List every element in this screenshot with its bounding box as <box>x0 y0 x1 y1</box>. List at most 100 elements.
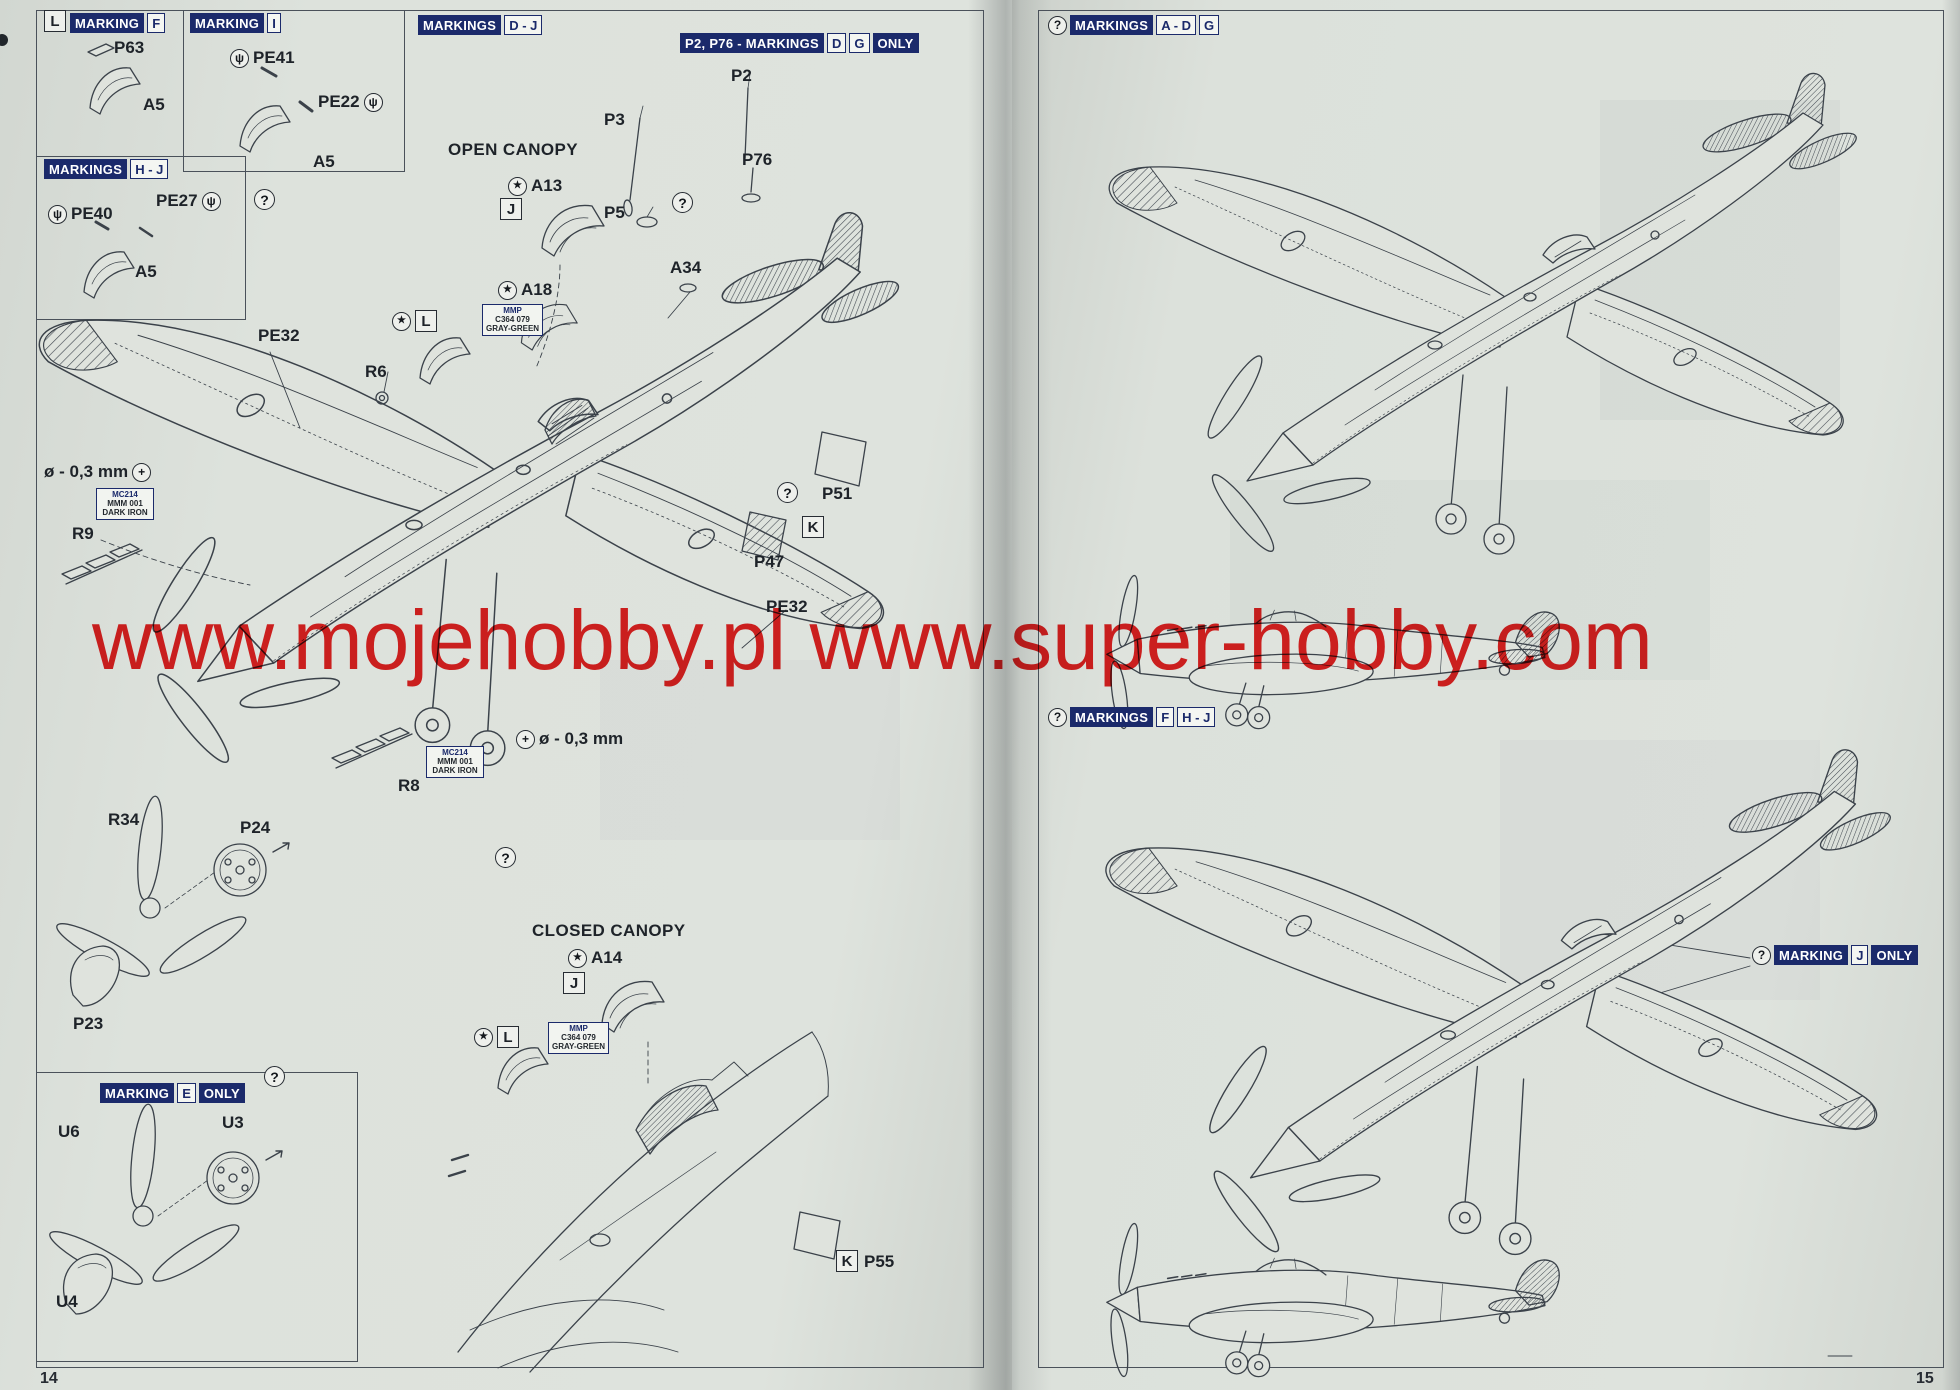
part-number: U6 <box>58 1122 80 1141</box>
symbol-group: ★L <box>474 1026 519 1048</box>
part-label: A5 <box>135 262 157 282</box>
small-parts-drawing <box>87 43 867 1260</box>
paint-line: DARK IRON <box>102 508 148 518</box>
part-number: P55 <box>864 1252 895 1271</box>
paint-line: MC214 <box>112 490 138 499</box>
boxed-letter: K <box>802 516 824 538</box>
header-segment: P2, P76 - MARKINGS <box>680 33 824 53</box>
paint-line: C364 079 <box>561 1033 596 1043</box>
paint-line: MMP <box>503 306 522 315</box>
paint-line: GRAY-GREEN <box>552 1042 606 1052</box>
part-label: P2 <box>731 66 752 86</box>
part-label: R8 <box>398 776 420 796</box>
page-15-border <box>1038 10 1944 1368</box>
header-segment: H - J <box>130 159 169 179</box>
part-number: P5 <box>604 203 625 222</box>
part-label: R9 <box>72 524 94 544</box>
part-label: A5 <box>313 152 335 172</box>
header-segment: MARKINGS <box>1070 15 1154 35</box>
part-label: PE32 <box>766 597 808 617</box>
markings-hj-region-box <box>36 156 246 320</box>
header-segment: MARKINGS <box>44 159 128 179</box>
part-label: ★A14 <box>568 948 622 968</box>
paint-line: MMM 001 <box>437 757 473 767</box>
page-14-border <box>36 10 984 1368</box>
part-label: R34 <box>108 810 139 830</box>
part-label: P24 <box>240 818 270 838</box>
boxed-letter: L <box>415 310 437 332</box>
paint-line: MMM 001 <box>107 499 143 509</box>
question-icon: ? <box>254 189 275 210</box>
boxed-letter: J <box>500 198 522 220</box>
part-number: A5 <box>143 95 165 114</box>
header-segment: F <box>1156 707 1175 727</box>
header-segment: MARKING <box>190 13 265 33</box>
question-icon: ? <box>1752 945 1771 965</box>
pe-icon: ψ <box>201 191 221 211</box>
header-segment: J <box>1851 945 1869 965</box>
part-label: A34 <box>670 258 701 278</box>
marking-e-region-box <box>36 1072 358 1362</box>
header-segment: H - J <box>1177 707 1216 727</box>
part-label: U4 <box>56 1292 78 1312</box>
header-segment: A - D <box>1156 15 1197 35</box>
part-number: PE32 <box>766 597 808 616</box>
star-icon: ★ <box>498 280 517 300</box>
part-label: P3 <box>604 110 625 130</box>
part-label: P76 <box>742 150 772 170</box>
header-segment: D <box>826 33 847 53</box>
pe-icon: ψ <box>48 204 67 224</box>
question-icon: ? <box>1048 707 1067 727</box>
part-label: U3 <box>222 1113 244 1133</box>
page-number-left: 14 <box>40 1370 58 1387</box>
part-number: R8 <box>398 776 420 795</box>
paint-line: MC214 <box>442 748 468 757</box>
paint-line: DARK IRON <box>432 766 478 776</box>
part-label: P51 <box>822 484 852 504</box>
part-number: A14 <box>591 948 623 967</box>
header-segment: MARKINGS <box>418 15 502 35</box>
star-icon: ★ <box>568 948 587 968</box>
page-15-paper <box>1012 0 1960 1390</box>
header-segment: MARKING <box>1774 945 1849 965</box>
drill-note: ø - 0,3 mm+ <box>44 462 152 482</box>
pe-icon: ψ <box>363 92 383 112</box>
part-number: PE27 <box>156 191 198 210</box>
part-label: P23 <box>73 1014 103 1034</box>
page-number-right: 15 <box>1916 1370 1934 1387</box>
fuselage-closed-canopy-drawing <box>447 1031 829 1373</box>
header-segment: MARKING <box>70 13 145 33</box>
part-number: A18 <box>521 280 553 299</box>
header-segment: D - J <box>504 15 543 35</box>
part-label: P47 <box>754 552 784 572</box>
header-segment: ONLY <box>198 1083 246 1103</box>
part-number: R9 <box>72 524 94 543</box>
part-number: P3 <box>604 110 625 129</box>
part-label: R6 <box>365 362 387 382</box>
boxed-letter: L <box>44 10 66 32</box>
part-number: P63 <box>114 38 145 57</box>
drill-icon: + <box>132 462 152 482</box>
drill-text: ø - 0,3 mm <box>44 462 129 481</box>
part-number: U4 <box>56 1292 78 1311</box>
part-label: A5 <box>143 95 165 115</box>
question-icon: ? <box>777 482 798 503</box>
pe-icon: ψ <box>230 48 249 68</box>
star-icon: ★ <box>508 176 527 196</box>
